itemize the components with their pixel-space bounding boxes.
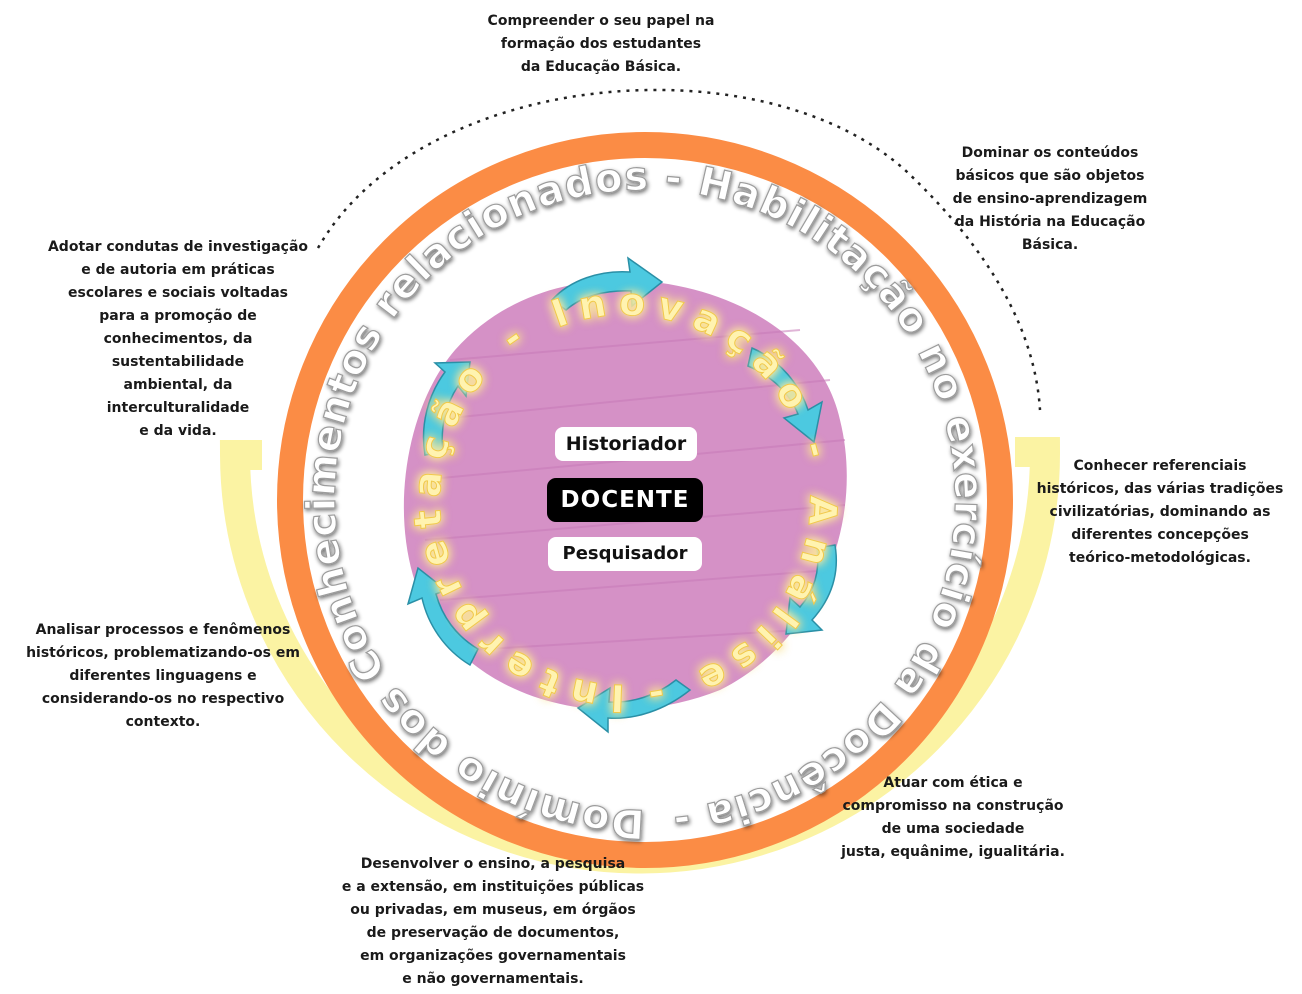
cycle-arrows: [406, 256, 838, 734]
docente-label: DOCENTE: [547, 478, 703, 522]
note-line: históricos, problematizando-os em: [26, 645, 300, 661]
note-line: para a promoção de: [99, 308, 257, 324]
note-line: justa, equânime, igualitária.: [841, 844, 1065, 860]
note-line: teórico-metodológicas.: [1069, 550, 1251, 566]
note-line: Conhecer referenciais: [1073, 458, 1247, 474]
note-line: diferentes concepções: [1071, 527, 1249, 543]
note-line: considerando-os no respectivo: [41, 691, 285, 707]
note-line: históricos, das várias tradições: [1036, 481, 1284, 497]
note-line: Dominar os conteúdos: [961, 145, 1139, 161]
note-line: contexto.: [125, 714, 201, 730]
note-bottom: Desenvolver o ensino, a pesquisa e a ext…: [318, 853, 668, 991]
note-line: diferentes linguagens e: [69, 668, 257, 684]
note-line: Analisar processos e fenômenos: [35, 622, 291, 638]
curved-arrow-icon: [576, 679, 692, 734]
curved-arrow-icon: [785, 544, 838, 635]
note-line: Atuar com ética e: [883, 775, 1023, 791]
note-line: Compreender o seu papel na: [487, 13, 715, 29]
note-right-lower: Atuar com ética e compromisso na constru…: [818, 772, 1088, 864]
note-line: escolares e sociais voltadas: [68, 285, 288, 301]
curved-arrow-icon: [406, 566, 479, 667]
note-left-upper: Adotar condutas de investigação e de aut…: [28, 236, 328, 443]
note-line: conhecimentos, da: [103, 331, 253, 347]
note-line: ambiental, da: [123, 377, 233, 393]
note-line: de ensino-aprendizagem: [952, 191, 1148, 207]
note-line: da Educação Básica.: [520, 59, 682, 75]
note-line: de uma sociedade: [881, 821, 1025, 837]
note-top: Compreender o seu papel na formação dos …: [446, 10, 756, 79]
note-line: Básica.: [1021, 237, 1079, 253]
note-line: básicos que são objetos: [955, 168, 1145, 184]
note-line: de preservação de documentos,: [366, 925, 620, 941]
historiador-label: Historiador: [555, 427, 697, 461]
note-line: sustentabilidade: [111, 354, 245, 370]
note-line: em organizações governamentais: [360, 948, 626, 964]
note-line: Adotar condutas de investigação: [47, 239, 309, 255]
dotted-arc: [316, 88, 1042, 411]
note-line: e a extensão, em instituições públicas: [341, 879, 645, 895]
note-left-lower: Analisar processos e fenômenos histórico…: [8, 619, 318, 734]
curved-arrow-icon: [747, 346, 824, 444]
note-right-upper: Dominar os conteúdos básicos que são obj…: [930, 142, 1170, 257]
note-line: formação dos estudantes: [500, 36, 702, 52]
note-line: interculturalidade: [106, 400, 250, 416]
note-line: e de autoria em práticas: [81, 262, 275, 278]
note-line: ou privadas, em museus, em órgãos: [350, 902, 636, 918]
pesquisador-label: Pesquisador: [548, 537, 702, 571]
note-line: Desenvolver o ensino, a pesquisa: [360, 856, 626, 872]
note-line: civilizatórias, dominando as: [1049, 504, 1271, 520]
curved-arrow-icon: [422, 361, 471, 456]
note-right-middle: Conhecer referenciais históricos, das vá…: [1024, 455, 1296, 570]
note-line: da História na Educação: [954, 214, 1146, 230]
note-line: compromisso na construção: [842, 798, 1064, 814]
note-line: e não governamentais.: [402, 971, 584, 987]
curved-arrow-icon: [550, 256, 664, 311]
note-line: e da vida.: [139, 423, 217, 439]
